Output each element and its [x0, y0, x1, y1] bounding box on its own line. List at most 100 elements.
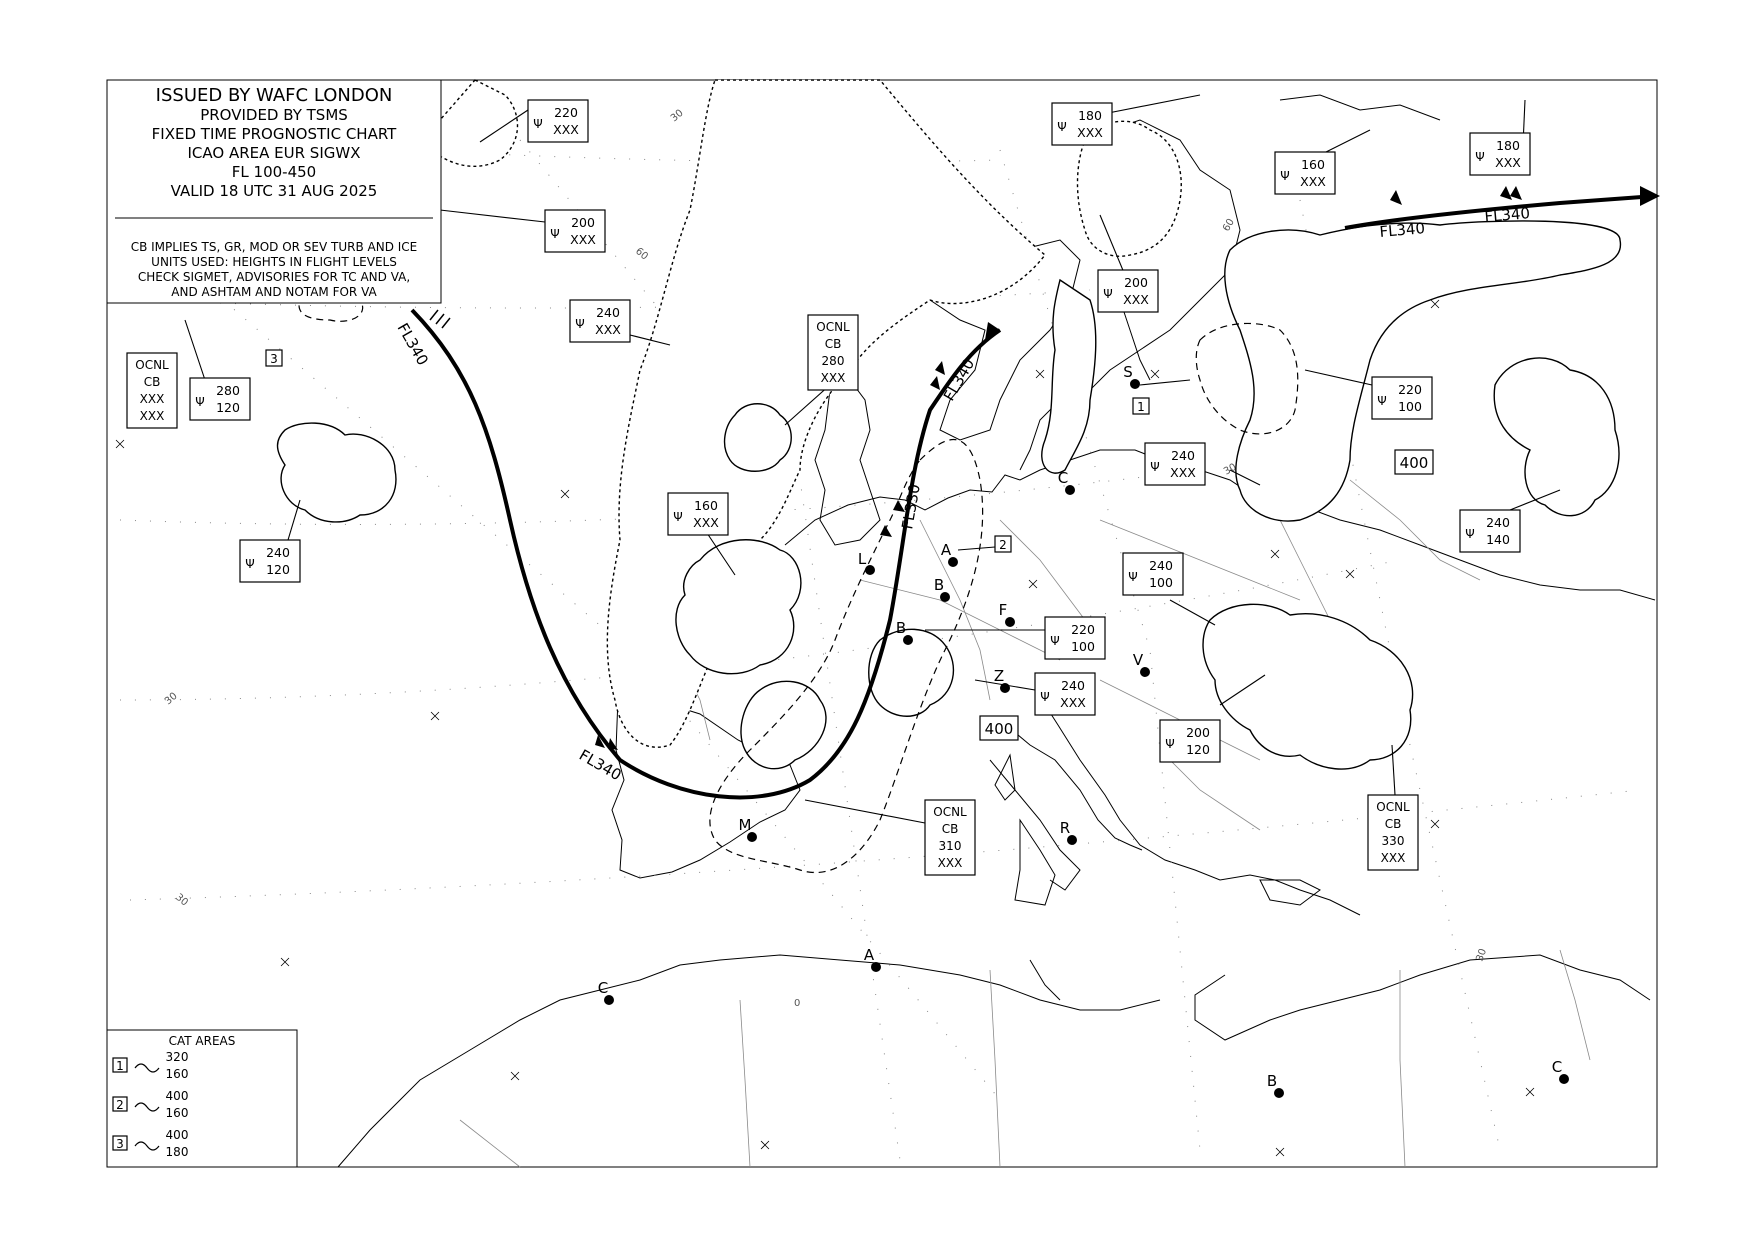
volcano-marker: L: [858, 550, 875, 575]
svg-text:OCNL: OCNL: [933, 805, 967, 819]
cat-legend-item: 3 400 180: [112, 1128, 189, 1159]
jet-streams: [410, 186, 1660, 800]
svg-text:Ψ: Ψ: [1150, 460, 1159, 474]
jet-stream-northeast: [1344, 194, 1656, 230]
svg-text:180: 180: [1496, 138, 1520, 153]
cat-legend-title: CAT AREAS: [169, 1034, 236, 1048]
cb-area-norway: [1041, 278, 1097, 474]
svg-text:CB: CB: [942, 822, 959, 836]
svg-text:Ψ: Ψ: [1475, 150, 1484, 164]
svg-text:Ψ: Ψ: [245, 557, 254, 571]
svg-text:160: 160: [1301, 157, 1325, 172]
svg-text:CB: CB: [144, 375, 161, 389]
svg-text:Ψ: Ψ: [575, 317, 584, 331]
svg-text:Ψ: Ψ: [195, 395, 204, 409]
svg-text:Ψ: Ψ: [1040, 690, 1049, 704]
cb-area-biscay: [675, 539, 802, 675]
volcano-marker: Z: [994, 667, 1010, 693]
svg-text:Ψ: Ψ: [1057, 120, 1066, 134]
svg-text:160: 160: [694, 498, 718, 513]
svg-text:220: 220: [554, 105, 578, 120]
svg-text:B: B: [934, 576, 944, 594]
volcano-marker: M: [739, 816, 757, 842]
svg-text:3: 3: [270, 352, 278, 366]
svg-text:OCNL: OCNL: [816, 320, 850, 334]
svg-text:330: 330: [1382, 834, 1405, 848]
svg-text:220: 220: [1398, 382, 1422, 397]
volcano-marker: C: [1552, 1058, 1569, 1084]
svg-text:Ψ: Ψ: [533, 117, 542, 131]
svg-text:M: M: [739, 816, 752, 834]
svg-text:200: 200: [571, 215, 595, 230]
svg-text:FL340: FL340: [1379, 219, 1426, 241]
svg-text:240: 240: [596, 305, 620, 320]
svg-text:180: 180: [1078, 108, 1102, 123]
svg-text:Ψ: Ψ: [1165, 737, 1174, 751]
svg-text:120: 120: [1186, 742, 1210, 757]
svg-text:C: C: [1058, 469, 1068, 487]
svg-text:2: 2: [116, 1098, 124, 1112]
svg-text:Ψ: Ψ: [1103, 287, 1112, 301]
svg-text:400: 400: [166, 1089, 189, 1103]
svg-text:160: 160: [166, 1106, 189, 1120]
volcano-marker: A: [864, 946, 881, 972]
volcano-marker: R: [1060, 819, 1077, 845]
cb-area-ireland: [723, 403, 792, 472]
svg-text:160: 160: [166, 1067, 189, 1081]
svg-text:1: 1: [1137, 400, 1145, 414]
cat-tag: 2: [994, 535, 1012, 553]
volcano-markers: L B A F B Z V S C M R A C B C: [598, 363, 1569, 1098]
cb-area-finland-east: [1224, 220, 1622, 522]
svg-text:1: 1: [116, 1059, 124, 1073]
header-valid-time: VALID 18 UTC 31 AUG 2025: [171, 182, 378, 200]
svg-text:XXX: XXX: [1381, 851, 1406, 865]
svg-text:240: 240: [1061, 678, 1085, 693]
svg-text:XXX: XXX: [140, 409, 165, 423]
svg-text:220: 220: [1071, 622, 1095, 637]
svg-text:3: 3: [116, 1137, 124, 1151]
cb-area-russia-east: [1493, 357, 1620, 517]
svg-text:XXX: XXX: [1170, 465, 1196, 480]
svg-text:Ψ: Ψ: [673, 510, 682, 524]
volcano-marker: B: [896, 619, 913, 645]
svg-text:100: 100: [1149, 575, 1173, 590]
svg-text:30: 30: [1474, 947, 1489, 963]
header-note: CHECK SIGMET, ADVISORIES FOR TC AND VA,: [138, 270, 410, 284]
svg-text:XXX: XXX: [1060, 695, 1086, 710]
header-note: AND ASHTAM AND NOTAM FOR VA: [171, 285, 377, 299]
svg-text:C: C: [1552, 1058, 1562, 1076]
volcano-marker: C: [1058, 469, 1075, 495]
header-line: FL 100-450: [232, 163, 316, 181]
svg-text:A: A: [941, 541, 952, 559]
header-line: PROVIDED BY TSMS: [200, 106, 348, 124]
cb-areas: [109, 79, 1622, 770]
svg-text:240: 240: [1149, 558, 1173, 573]
volcano-marker: S: [1123, 363, 1140, 389]
header-line: FIXED TIME PROGNOSTIC CHART: [152, 125, 398, 143]
svg-text:280: 280: [216, 383, 240, 398]
svg-text:S: S: [1123, 363, 1133, 381]
svg-text:320: 320: [166, 1050, 189, 1064]
svg-text:Z: Z: [994, 667, 1004, 685]
header-title: ISSUED BY WAFC LONDON: [156, 85, 393, 106]
svg-text:OCNL: OCNL: [1376, 800, 1410, 814]
svg-text:180: 180: [166, 1145, 189, 1159]
svg-text:V: V: [1133, 651, 1144, 669]
svg-text:XXX: XXX: [938, 856, 963, 870]
volcano-marker: C: [598, 979, 614, 1005]
header-note: CB IMPLIES TS, GR, MOD OR SEV TURB AND I…: [131, 240, 418, 254]
